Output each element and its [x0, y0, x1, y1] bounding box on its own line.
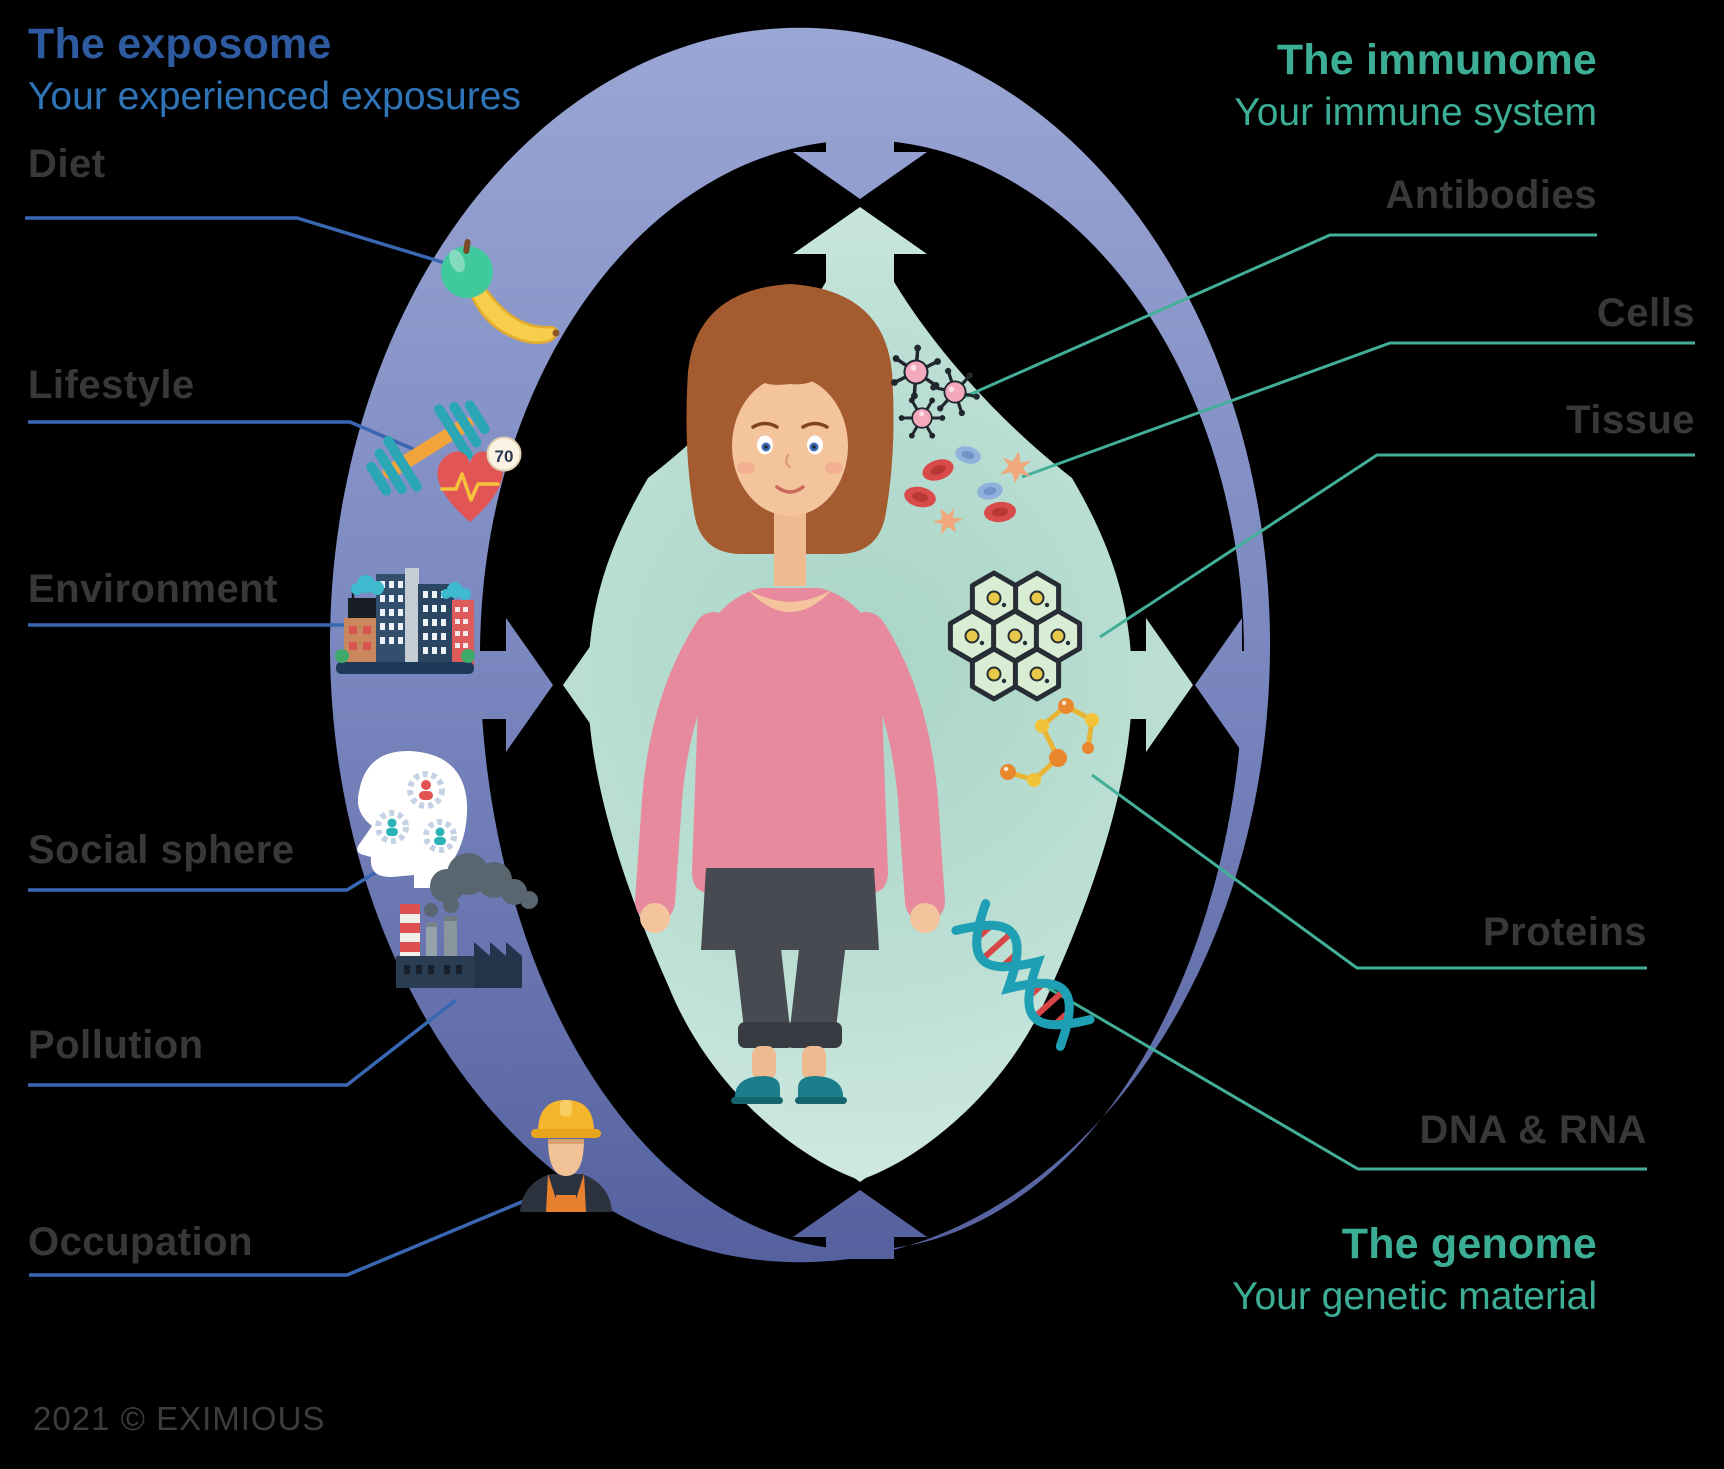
connector-proteins: [1091, 773, 1647, 970]
immunome-outward-arrows: [563, 207, 1193, 1182]
lifestyle-icon: 70: [366, 400, 522, 522]
worker-face: [548, 1139, 584, 1176]
smoke-cloud: [424, 853, 538, 917]
right-arm: [846, 612, 945, 922]
occupation-icon: [520, 1100, 612, 1212]
neck: [774, 506, 806, 586]
dna-rna-icon: [951, 899, 1095, 1051]
right-cuff: [786, 1022, 842, 1048]
immunome-connectors: [961, 233, 1695, 1171]
dumbbell-shape: [366, 400, 490, 496]
label-cells: Cells: [1596, 291, 1695, 335]
right-hand: [910, 903, 940, 933]
connector-cells: [1021, 341, 1695, 479]
ecg-line: [440, 472, 500, 502]
connector-antibodies: [961, 233, 1597, 400]
people-gears: [375, 771, 457, 853]
label-proteins: Proteins: [1482, 910, 1647, 954]
left-hand: [640, 903, 670, 933]
mouth: [775, 485, 805, 494]
sweater: [692, 588, 888, 894]
left-cuff: [738, 1022, 794, 1048]
connector-lifestyle: [28, 420, 421, 454]
connector-pollution: [28, 998, 458, 1087]
label-diet: Diet: [28, 142, 106, 186]
cloud-shape: [351, 575, 471, 600]
right-shin: [802, 1046, 826, 1080]
exposome-inward-arrows: [472, 108, 1258, 1259]
person-figure: [635, 284, 945, 1104]
exposome-heading: The exposome Your experienced exposures: [28, 20, 521, 119]
immunome-heading: The immunome Your immune system: [1234, 36, 1597, 135]
heart-rate-value: 70: [495, 447, 514, 466]
left-shoe: [734, 1076, 780, 1100]
face: [732, 376, 848, 516]
environment-icon: [335, 568, 475, 674]
exchange-arrow-teal-right: [1116, 618, 1193, 752]
heart-shape: [437, 451, 503, 522]
label-antibodies: Antibodies: [1385, 173, 1597, 217]
right-shoe: [798, 1076, 844, 1100]
left-shin: [752, 1046, 776, 1080]
genome-subtitle: Your genetic material: [1232, 1275, 1597, 1318]
connector-occupation: [29, 1194, 537, 1277]
connector-diet: [25, 216, 456, 268]
pants: [701, 868, 879, 950]
left-arm: [635, 612, 734, 922]
label-tissue: Tissue: [1566, 398, 1695, 442]
label-occupation: Occupation: [28, 1220, 254, 1264]
nose: [785, 453, 792, 469]
label-lifestyle: Lifestyle: [28, 363, 195, 407]
proteins-icon: [1000, 698, 1099, 787]
social-sphere-icon: [357, 750, 468, 888]
label-social-sphere: Social sphere: [28, 828, 295, 872]
exchange-arrow-blue-right: [1195, 618, 1258, 752]
label-dna-rna: DNA & RNA: [1419, 1108, 1647, 1152]
exposome-title: The exposome: [28, 20, 332, 68]
connector-dna-rna: [1047, 986, 1647, 1171]
connector-tissue: [1099, 453, 1695, 639]
pollution-icon: [396, 853, 538, 988]
exchange-arrow-blue-left: [472, 618, 553, 752]
immunome-title: The immunome: [1276, 36, 1597, 84]
immunome-subtitle: Your immune system: [1234, 91, 1597, 134]
diet-icon: [441, 239, 560, 344]
exchange-arrow-blue-top: [793, 108, 927, 199]
bangs: [723, 336, 857, 434]
exposome-subtitle: Your experienced exposures: [28, 75, 521, 118]
label-environment: Environment: [28, 567, 278, 611]
apple-shape: [441, 246, 493, 298]
exchange-arrow-teal-left: [563, 618, 640, 752]
worker-torso: [520, 1174, 612, 1212]
genome-title: The genome: [1341, 1220, 1597, 1268]
copyright-note: 2021 © EXIMIOUS: [33, 1400, 326, 1437]
heart-rate-badge: [486, 436, 522, 472]
label-pollution: Pollution: [28, 1023, 204, 1067]
exchange-arrow-teal-bottom: [793, 1105, 927, 1182]
neckline: [748, 590, 832, 612]
exchange-arrow-teal-top: [793, 207, 927, 284]
exchange-arrow-blue-bottom: [793, 1190, 927, 1259]
genome-heading: The genome Your genetic material: [1232, 1220, 1597, 1319]
